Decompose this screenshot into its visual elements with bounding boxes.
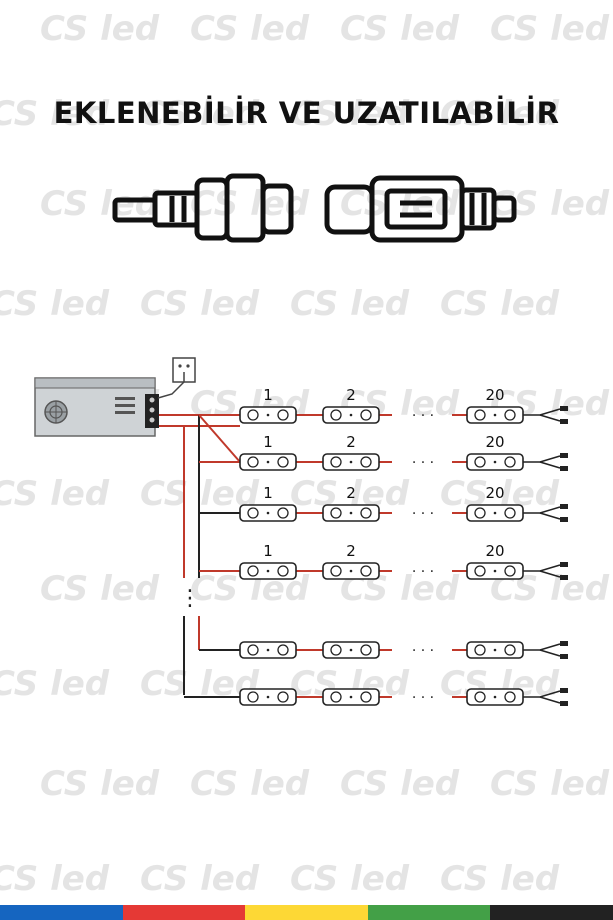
led-module [322,688,380,706]
wall-socket-icon [157,357,196,399]
horizontal-ellipsis: · · · [412,643,434,659]
watermark-logo: CS led [140,859,260,899]
module-number-label: 1 [263,542,273,560]
watermark-logo: CS led [340,764,460,804]
watermark-logo: CS led [40,184,160,224]
wire-end-connector-icon [523,688,568,706]
module-number-label: 20 [485,542,504,560]
wire-end-connector-icon [523,504,568,522]
led-module [322,453,380,471]
power-supply-unit [34,377,159,437]
watermark-logo: CS led [140,284,260,324]
led-module [466,504,524,522]
stripe-segment [367,905,491,920]
brand-color-stripe [0,905,613,920]
wire-end-connector-icon [523,453,568,471]
horizontal-ellipsis: · · · [412,455,434,471]
main-bus-wires [159,414,240,695]
watermark-logo: CS led [40,9,160,49]
module-number-label: 2 [346,386,356,404]
led-module-row: 1 2 20 · · · [239,386,568,424]
module-number-label: 1 [263,484,273,502]
module-number-label: 2 [346,433,356,451]
module-number-label: 20 [485,433,504,451]
horizontal-ellipsis: · · · [412,564,434,580]
watermark-logo: CS led [0,664,110,704]
watermark-logo: CS led [40,764,160,804]
watermark-logo: CS led [440,94,560,134]
led-module [466,406,524,424]
watermark-logo: CS led [0,474,110,514]
watermark-logo: CS led [490,184,610,224]
wire-end-connector-icon [523,641,568,659]
page-title: EKLENEBİLİR VE UZATILABİLİR [53,96,560,130]
horizontal-ellipsis: · · · [412,506,434,522]
module-number-label: 1 [263,386,273,404]
wire-end-connector-icon [523,562,568,580]
module-number-label: 1 [263,433,273,451]
watermark-logo: CS led [190,764,310,804]
led-module [239,504,297,522]
watermark-logo: CS led [490,764,610,804]
watermark-logo: CS led [190,9,310,49]
module-number-label: 2 [346,484,356,502]
led-module [466,562,524,580]
vertical-ellipsis: ⋮ [179,586,201,611]
watermark-logo: CS led [290,859,410,899]
led-module [239,562,297,580]
led-module [322,406,380,424]
stripe-segment [0,905,123,920]
module-number-label: 20 [485,386,504,404]
watermark-logo: CS led [140,94,260,134]
watermark-logo: CS led [340,9,460,49]
led-module [239,453,297,471]
led-module [322,504,380,522]
led-module-row: · · · [184,688,568,706]
watermark-logo: CS led [0,94,110,134]
wire-end-connector-icon [523,406,568,424]
module-number-label: 2 [346,542,356,560]
led-module [466,641,524,659]
stripe-segment [122,905,246,920]
led-module-row: 1 2 20 · · · [198,414,568,471]
led-module [239,688,297,706]
stripe-segment [245,905,368,920]
watermark-logo: CS led [440,859,560,899]
horizontal-ellipsis: · · · [412,690,434,706]
watermark-logo: CS led [40,569,160,609]
led-module [322,562,380,580]
watermark-logo: CS led [490,9,610,49]
watermark-logo: CS led [290,284,410,324]
led-module [466,688,524,706]
watermark-logo: CS led [290,94,410,134]
led-module-row: 1 2 20 · · · [199,542,568,580]
led-module-row: · · · [199,641,568,659]
led-module [322,641,380,659]
stripe-segment [490,905,613,920]
watermark-logo: CS led [0,859,110,899]
led-module-row: 1 2 20 · · · [199,484,568,522]
male-connector-icon [112,173,294,243]
led-module [239,641,297,659]
horizontal-ellipsis: · · · [412,408,434,424]
watermark-logo: CS led [440,284,560,324]
led-module [466,453,524,471]
module-number-label: 20 [485,484,504,502]
watermark-logo: CS led [0,284,110,324]
branch-wire [198,414,241,463]
led-module [239,406,297,424]
female-connector-icon [324,175,517,243]
